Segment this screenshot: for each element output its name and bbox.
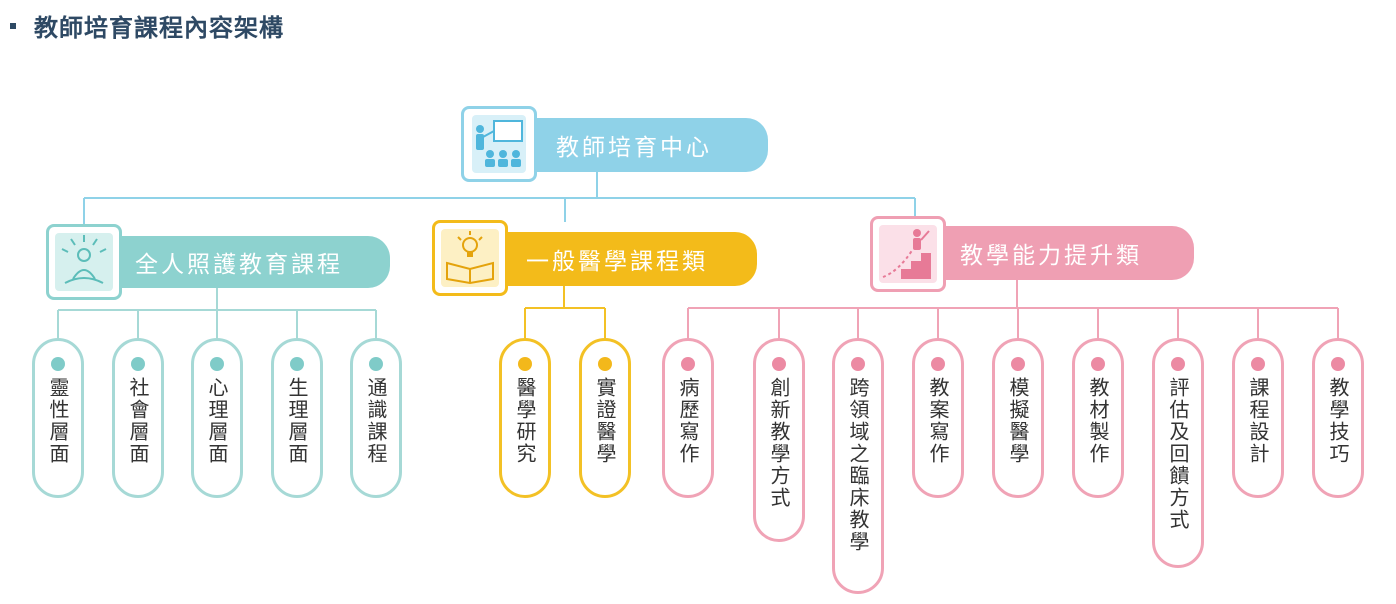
leaf-item: 評估及回饋方式	[1152, 338, 1204, 568]
leaf-label: 教學技巧	[1326, 377, 1350, 465]
bullet-dot-icon	[1251, 357, 1265, 371]
category-general-medicine: 一般醫學課程類	[474, 232, 757, 286]
bullet-dot-icon	[772, 357, 786, 371]
category-holistic-care: 全人照護教育課程	[90, 236, 390, 288]
leaf-item: 教材製作	[1072, 338, 1124, 498]
stairs-growth-icon	[870, 216, 946, 292]
bullet-dot-icon	[1171, 357, 1185, 371]
leaf-item: 心理層面	[191, 338, 243, 498]
meditation-icon	[46, 224, 122, 300]
bullet-dot-icon	[131, 357, 145, 371]
bullet-dot-icon	[1091, 357, 1105, 371]
leaf-item: 教學技巧	[1312, 338, 1364, 498]
leaf-label: 心理層面	[205, 377, 229, 465]
leaf-label: 課程設計	[1246, 377, 1270, 465]
leaf-label: 醫學研究	[513, 377, 537, 465]
leaf-label: 跨領域之臨床教學	[846, 377, 870, 553]
leaf-item: 通識課程	[350, 338, 402, 498]
leaf-label: 靈性層面	[46, 377, 70, 465]
title-bullet-icon	[10, 22, 16, 29]
bullet-dot-icon	[518, 357, 532, 371]
leaf-label: 模擬醫學	[1006, 377, 1030, 465]
bullet-dot-icon	[369, 357, 383, 371]
leaf-item: 實證醫學	[579, 338, 631, 498]
bullet-dot-icon	[931, 357, 945, 371]
bullet-dot-icon	[598, 357, 612, 371]
lightbulb-book-icon	[432, 220, 508, 296]
leaf-label: 通識課程	[364, 377, 388, 465]
leaf-item: 課程設計	[1232, 338, 1284, 498]
root-node: 教師培育中心	[500, 118, 768, 172]
bullet-dot-icon	[290, 357, 304, 371]
leaf-item: 創新教學方式	[753, 338, 805, 542]
leaf-label: 創新教學方式	[767, 377, 791, 509]
leaf-label: 教案寫作	[926, 377, 950, 465]
leaf-item: 教案寫作	[912, 338, 964, 498]
category-label: 全人照護教育課程	[135, 252, 343, 278]
page-title-row: 教師培育課程內容架構	[10, 8, 284, 43]
bullet-dot-icon	[681, 357, 695, 371]
category-teaching-skills: 教學能力提升類	[910, 226, 1194, 280]
bullet-dot-icon	[1011, 357, 1025, 371]
leaf-item: 醫學研究	[499, 338, 551, 498]
bullet-dot-icon	[851, 357, 865, 371]
category-label: 一般醫學課程類	[526, 249, 708, 275]
leaf-item: 靈性層面	[32, 338, 84, 498]
leaf-item: 跨領域之臨床教學	[832, 338, 884, 594]
leaf-item: 生理層面	[271, 338, 323, 498]
bullet-dot-icon	[51, 357, 65, 371]
bullet-dot-icon	[1331, 357, 1345, 371]
leaf-label: 評估及回饋方式	[1166, 377, 1190, 531]
teacher-classroom-icon	[461, 106, 537, 182]
leaf-label: 社會層面	[126, 377, 150, 465]
bullet-dot-icon	[210, 357, 224, 371]
leaf-label: 教材製作	[1086, 377, 1110, 465]
leaf-label: 實證醫學	[593, 377, 617, 465]
page-title: 教師培育課程內容架構	[34, 14, 284, 42]
leaf-label: 生理層面	[285, 377, 309, 465]
leaf-item: 社會層面	[112, 338, 164, 498]
leaf-label: 病歷寫作	[676, 377, 700, 465]
root-label: 教師培育中心	[556, 135, 712, 161]
leaf-item: 模擬醫學	[992, 338, 1044, 498]
category-label: 教學能力提升類	[960, 243, 1142, 269]
leaf-item: 病歷寫作	[662, 338, 714, 498]
